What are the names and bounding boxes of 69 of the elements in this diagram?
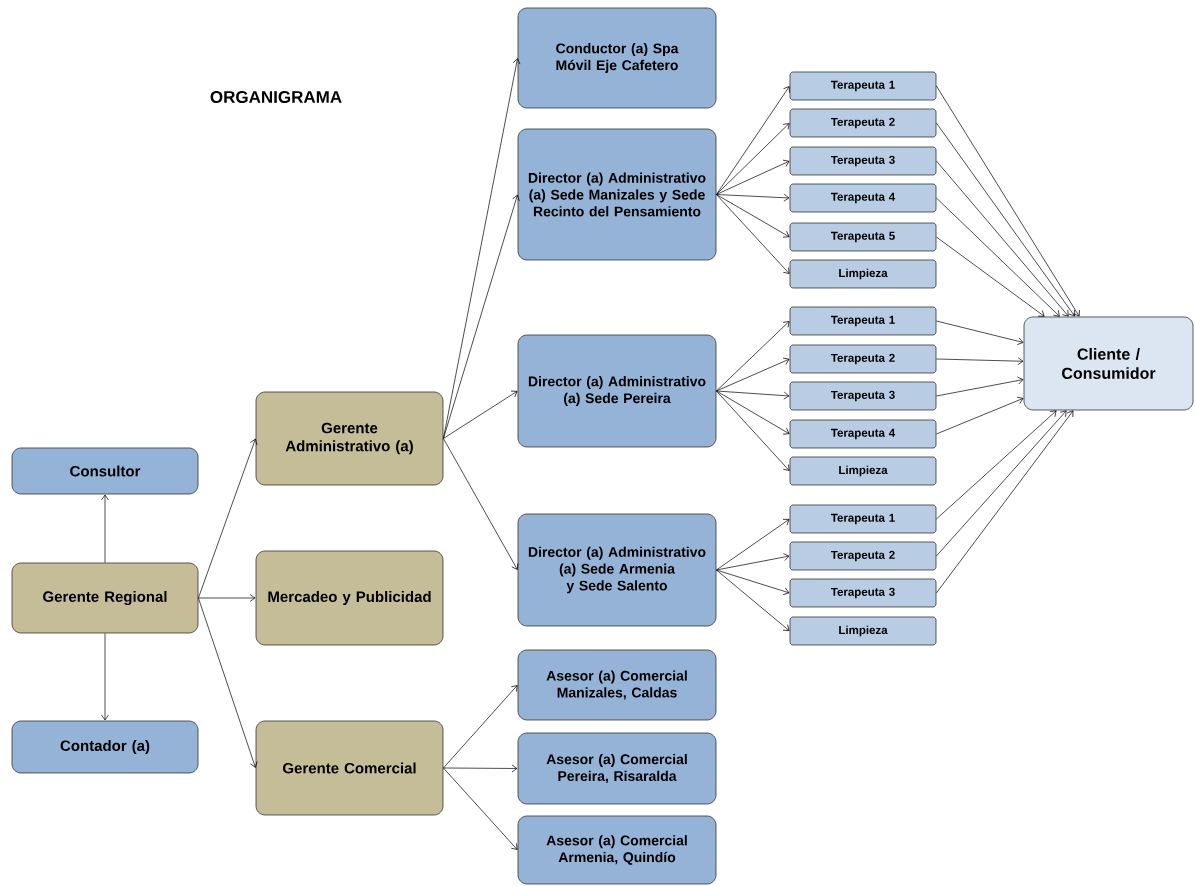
org-box: Asesor (a) Comercial Pereira, Risaralda xyxy=(517,732,717,805)
arrow xyxy=(716,159,790,195)
staff-box: Terapeuta 1 xyxy=(789,306,937,336)
arrow xyxy=(443,194,520,439)
arrow xyxy=(443,390,518,439)
arrow xyxy=(936,160,1069,317)
staff-box: Limpieza xyxy=(789,259,937,289)
arrow xyxy=(936,376,1024,397)
arrow xyxy=(198,597,258,768)
org-box: Director (a) Administrativo (a) Sede Pereira xyxy=(517,334,717,448)
arrow xyxy=(716,194,790,274)
arrow xyxy=(936,410,1057,520)
arrow xyxy=(936,410,1074,594)
arrow xyxy=(936,320,1024,345)
org-box: Mercadeo y Publicidad xyxy=(255,550,444,646)
org-box: Asesor (a) Comercial Manizales, Caldas xyxy=(517,649,717,721)
staff-box: Terapeuta 2 xyxy=(789,344,937,374)
org-box: Gerente Comercial xyxy=(255,720,444,816)
staff-box: Terapeuta 3 xyxy=(789,146,937,176)
staff-box: Limpieza xyxy=(789,616,937,646)
org-box: Asesor (a) Comercial Armenia, Quindío xyxy=(517,815,717,885)
org-box: Conductor (a) Spa Móvil Eje Cafetero xyxy=(517,7,717,109)
arrow xyxy=(716,193,790,202)
staff-box: Terapeuta 4 xyxy=(789,419,937,449)
org-box: Director (a) Administrativo (a) Sede Armenia y Sede Salento xyxy=(517,513,717,627)
org-box: Gerente Administrativo (a) xyxy=(255,391,444,486)
arrow xyxy=(936,396,1024,435)
arrow xyxy=(716,519,790,571)
arrow xyxy=(198,438,258,599)
staff-box: Terapeuta 3 xyxy=(789,381,937,411)
staff-box: Terapeuta 3 xyxy=(789,578,937,608)
staff-box: Terapeuta 1 xyxy=(789,504,937,534)
arrow xyxy=(716,86,790,195)
arrow xyxy=(443,58,521,439)
arrow xyxy=(936,236,1045,317)
staff-box: Terapeuta 4 xyxy=(789,183,937,213)
arrow xyxy=(716,390,790,400)
staff-box: Terapeuta 2 xyxy=(789,541,937,571)
arrow xyxy=(716,194,790,238)
arrow xyxy=(716,321,790,392)
title: ORGANIGRAMA xyxy=(210,91,342,103)
arrow xyxy=(716,569,790,595)
arrow xyxy=(936,357,1024,365)
arrow xyxy=(716,390,790,471)
org-box: Contador (a) xyxy=(11,720,199,774)
arrow xyxy=(101,633,109,721)
arrow xyxy=(716,553,790,571)
arrow xyxy=(936,197,1060,317)
arrow xyxy=(936,410,1067,557)
staff-box: Limpieza xyxy=(789,456,937,486)
arrow xyxy=(716,123,790,195)
arrow xyxy=(198,594,256,602)
arrow xyxy=(936,85,1080,317)
arrow xyxy=(936,122,1075,317)
staff-box: Terapeuta 1 xyxy=(789,71,937,101)
org-box: Gerente Regional xyxy=(11,562,199,634)
org-box: Cliente / Consumidor xyxy=(1023,316,1194,411)
arrow xyxy=(443,438,519,570)
arrow xyxy=(443,767,518,850)
arrow xyxy=(101,494,109,563)
arrow xyxy=(716,357,790,392)
arrow xyxy=(716,569,790,631)
arrow xyxy=(716,390,790,435)
arrow xyxy=(443,764,518,773)
org-box: Director (a) Administrativo (a) Sede Manizales y Sede Recinto del Pensamiento xyxy=(517,128,717,261)
org-box: Consultor xyxy=(11,447,199,495)
staff-box: Terapeuta 2 xyxy=(789,108,937,138)
arrow xyxy=(443,685,518,769)
staff-box: Terapeuta 5 xyxy=(789,222,937,252)
